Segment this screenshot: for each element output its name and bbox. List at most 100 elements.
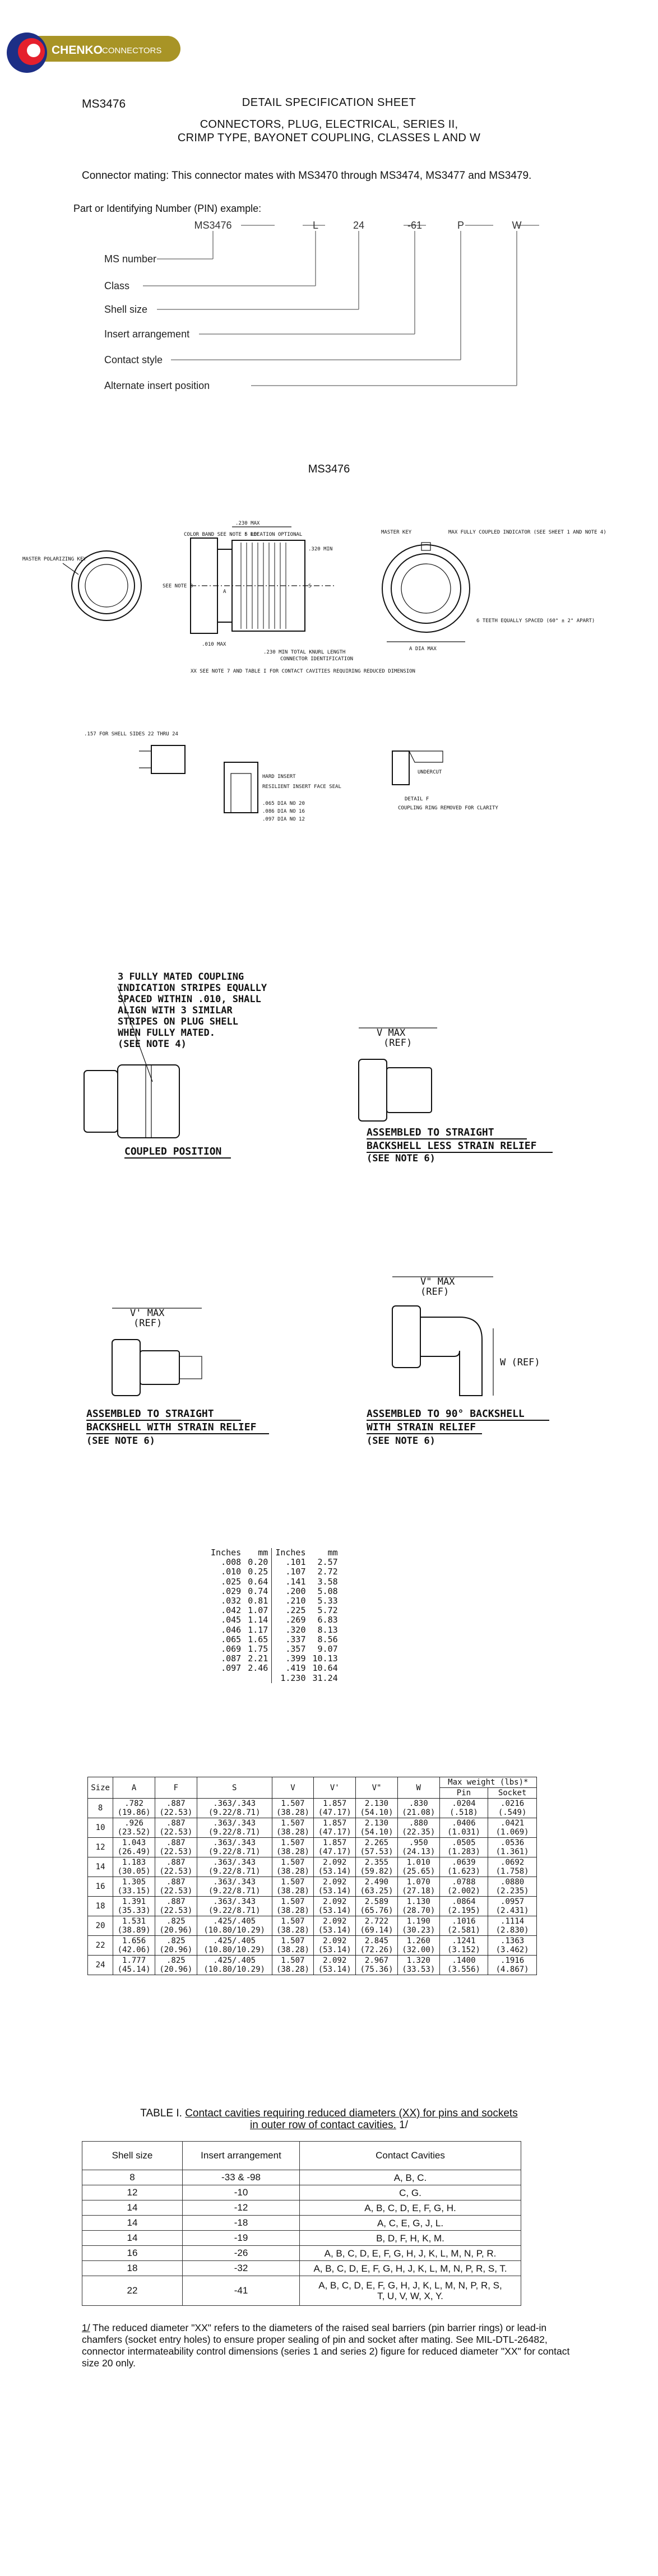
dim-value-mm: (19.86) — [117, 1808, 151, 1817]
conversion-cell: 2.21 — [248, 1653, 268, 1664]
label-s-dia: S — [308, 583, 311, 589]
dim-value-mm: (30.23) — [402, 1926, 435, 1935]
dim-value-mm: (53.14) — [318, 1867, 351, 1876]
dim-value-inch: .0406 — [452, 1819, 476, 1828]
dim-cell: 1.183(30.05) — [113, 1857, 155, 1877]
conversion-cell: 2.46 — [248, 1663, 268, 1674]
dim-cell: 1.777(45.14) — [113, 1955, 155, 1975]
t1-insert: -19 — [182, 2230, 300, 2246]
dim-cell: 2.092(53.14) — [313, 1877, 356, 1897]
dim-value-mm: (47.17) — [318, 1847, 351, 1856]
conversion-cell: 3.58 — [317, 1576, 338, 1587]
dim-value-inch: 1.507 — [281, 1897, 305, 1906]
ninety-line1: ASSEMBLED TO 90° BACKSHELL — [367, 1408, 525, 1420]
dim-value-mm: (22.35) — [402, 1828, 435, 1837]
dim-cell: .782(19.86) — [113, 1798, 155, 1818]
conversion-cell: .065 — [221, 1634, 242, 1644]
dim-value-inch: .0204 — [452, 1799, 476, 1808]
t1-header-cavities: Contact Cavities — [299, 2141, 521, 2170]
dim-value-inch: .926 — [124, 1819, 143, 1828]
dim-cell: 1.043(26.49) — [113, 1837, 155, 1857]
straight-with-line2: BACKSHELL WITH STRAIN RELIEF — [86, 1421, 256, 1433]
dim-value-mm: (9.22/8.71) — [208, 1847, 261, 1856]
dim-value-inch: 1.320 — [406, 1956, 430, 1965]
conv-header: mm — [327, 1548, 338, 1558]
t1-cavity-line: A, B, C, D, E, F, G, H. — [364, 2202, 456, 2213]
footnote: 1/ The reduced diameter "XX" refers to t… — [82, 2322, 575, 2369]
dim-cell: 2.589(65.76) — [355, 1896, 398, 1916]
conversion-cell: .141 — [271, 1577, 309, 1587]
dim-cell: 1.507(38.28) — [271, 1896, 314, 1916]
dim-value-inch: 2.845 — [364, 1936, 389, 1945]
dim-value-mm: (35.33) — [117, 1906, 151, 1915]
coupled-position-view: 3 FULLY MATED COUPLING INDICATION STRIPE… — [84, 971, 267, 1159]
dim-header-size: Size — [87, 1777, 114, 1799]
conversion-cell: 9.07 — [317, 1644, 338, 1655]
label-shell-sizes: .157 FOR SHELL SIDES 22 THRU 24 — [84, 731, 178, 737]
dim-value-inch: .887 — [166, 1897, 186, 1906]
conversion-cell: 1.75 — [248, 1644, 268, 1655]
conv-header: Inches — [211, 1548, 242, 1558]
dim-value-inch: 1.531 — [122, 1917, 146, 1926]
w-ref-label: W (REF) — [500, 1357, 540, 1368]
dim-value-inch: .880 — [409, 1819, 428, 1828]
label-f-ref: F REF — [244, 532, 260, 538]
dim-value-inch: .887 — [166, 1799, 186, 1808]
dim-value-inch: .0692 — [501, 1858, 525, 1867]
conversion-cell: 2.72 — [317, 1567, 338, 1577]
logo-ring-core — [27, 44, 40, 57]
t1-insert: -32 — [182, 2260, 300, 2276]
t1-header-shell: Shell size — [82, 2141, 183, 2170]
dim-value-inch: 1.507 — [281, 1917, 305, 1926]
label-master-key: MASTER KEY — [381, 530, 412, 535]
dim-cell: 2.092(53.14) — [313, 1857, 356, 1877]
dim-value-inch: 2.092 — [323, 1897, 347, 1906]
dim-value-mm: (53.14) — [318, 1887, 351, 1896]
dim-value-mm: (38.89) — [117, 1926, 151, 1935]
dim-value-mm: (53.14) — [318, 1965, 351, 1974]
conversion-cell: .008 — [221, 1557, 242, 1568]
t1-header-insert: Insert arrangement — [182, 2141, 300, 2170]
t1-insert: -10 — [182, 2185, 300, 2200]
label-xx-note: XX SEE NOTE 7 AND TABLE I FOR CONTACT CA… — [191, 669, 415, 674]
dim-value-inch: 1.857 — [323, 1799, 347, 1808]
dim-cell: .0505(1.283) — [439, 1837, 489, 1857]
dim-value-mm: (42.06) — [117, 1945, 151, 1954]
dim-value-inch: .825 — [166, 1956, 186, 1965]
conversion-cell: .269 — [271, 1615, 309, 1625]
contact-cavities-table: Shell size Insert arrangement Contact Ca… — [82, 2141, 521, 2306]
dim-header-max-weight: Max weight (lbs)* — [439, 1777, 537, 1788]
dim-cell: 1.507(38.28) — [271, 1877, 314, 1897]
dim-value-mm: (21.08) — [402, 1808, 435, 1817]
dim-cell: .0406(1.031) — [439, 1818, 489, 1838]
dim-header-f: F — [154, 1777, 197, 1799]
t1-cavities: A, B, C, D, E, F, G, H, J, K, L, M, N, P… — [299, 2245, 521, 2261]
t1-insert: -33 & -98 — [182, 2170, 300, 2185]
connector-drawing: MASTER POLARIZING KEY .230 MAX COLOR BAN… — [22, 521, 606, 822]
pin-part-insert: -61 — [407, 220, 422, 231]
dim-value-mm: (2.431) — [495, 1906, 529, 1915]
pin-label-contact: Contact style — [104, 354, 163, 365]
t1-insert: -18 — [182, 2215, 300, 2231]
conversion-cell: 5.33 — [317, 1596, 338, 1606]
label-dia-max: A DIA MAX — [409, 646, 437, 652]
dim-cell: 2.092(53.14) — [313, 1955, 356, 1975]
v-max-label: V MAX — [377, 1027, 406, 1039]
straight-with-strain-view: V' MAX (REF) ASSEMBLED TO STRAIGHT BACKS… — [86, 1308, 269, 1447]
dim-value-mm: (.518) — [450, 1808, 478, 1817]
dim-value-mm: (38.28) — [276, 1867, 309, 1876]
dim-cell: 2.265(57.53) — [355, 1837, 398, 1857]
dim-value-mm: (33.15) — [117, 1887, 151, 1896]
dim-value-inch: 1.130 — [406, 1897, 430, 1906]
conversion-cell: 0.25 — [248, 1567, 268, 1577]
dim-value-inch: 1.183 — [122, 1858, 146, 1867]
dim-cell: .0639(1.623) — [439, 1857, 489, 1877]
label-010: .010 MAX — [202, 642, 226, 647]
dim-value-inch: 1.777 — [122, 1956, 146, 1965]
straight-with-note: (SEE NOTE 6) — [86, 1435, 155, 1447]
